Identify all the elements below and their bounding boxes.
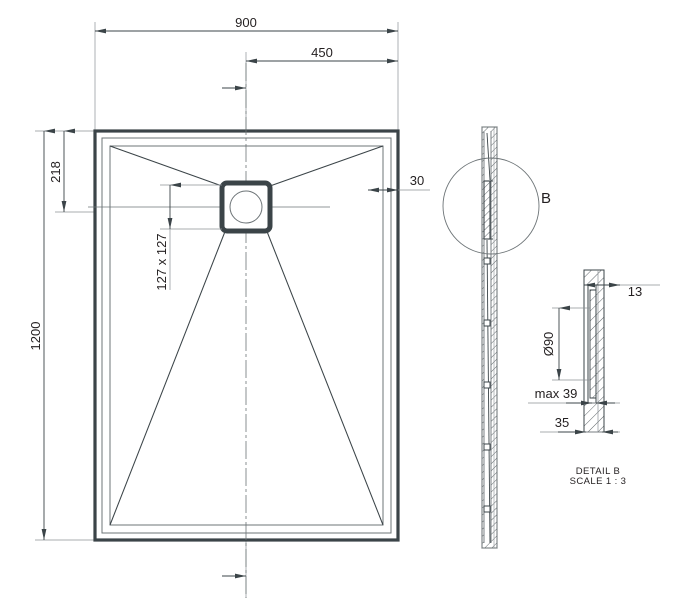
dim-label-flange: 13 [628, 284, 642, 299]
detail-b-circle [442, 157, 540, 255]
section-notches [483, 257, 491, 513]
dim-218: 218 [48, 128, 75, 212]
dim-label-total-height: 35 [555, 415, 569, 430]
dim-label-max-height: max 39 [535, 386, 578, 401]
dim-127x127: 127 x 127 [154, 182, 222, 291]
dim-label-rim-thickness: 30 [410, 173, 424, 188]
dim-900: 900 [95, 15, 398, 34]
dim-1200: 1200 [28, 128, 55, 540]
extension-lines [35, 22, 399, 598]
slope-fold-lines [109, 145, 384, 526]
center-lines [88, 63, 330, 598]
detail-caption-scale: SCALE 1 : 3 [570, 476, 627, 487]
drain-square-outline [219, 180, 273, 234]
section-profile-lines [481, 126, 498, 549]
dim-label-width-overall: 900 [235, 15, 257, 30]
detail-b-marker-label: B [541, 190, 551, 207]
dim-label-drain-offset: 218 [48, 161, 63, 183]
dim-35: 35 [540, 415, 620, 435]
dim-13: 13 [584, 282, 660, 299]
tray-rim-inner-line [101, 137, 392, 534]
section-drain-box [483, 180, 493, 240]
dim-max-39: max 39 [528, 386, 620, 406]
detail-b-view: 13 Ø90 max 39 35 [528, 269, 660, 487]
dim-30: 30 [368, 173, 430, 193]
dim-label-drain-square: 127 x 127 [154, 233, 169, 290]
tray-basin-outline [109, 145, 384, 526]
side-section-view: B [442, 126, 551, 549]
dim-label-diameter: Ø90 [541, 332, 556, 357]
dim-label-height-overall: 1200 [28, 322, 43, 351]
top-view-group: 900 450 1200 218 [28, 15, 430, 598]
tray-outer-outline [93, 129, 400, 542]
detail-caption-title: DETAIL B [576, 466, 620, 477]
drain-circle [229, 190, 263, 224]
section-slope-lines [486, 132, 491, 544]
dim-450: 450 [246, 45, 398, 64]
detail-flange-body [589, 289, 597, 399]
dim-diameter-90: Ø90 [541, 305, 590, 381]
dim-label-width-half: 450 [311, 45, 333, 60]
